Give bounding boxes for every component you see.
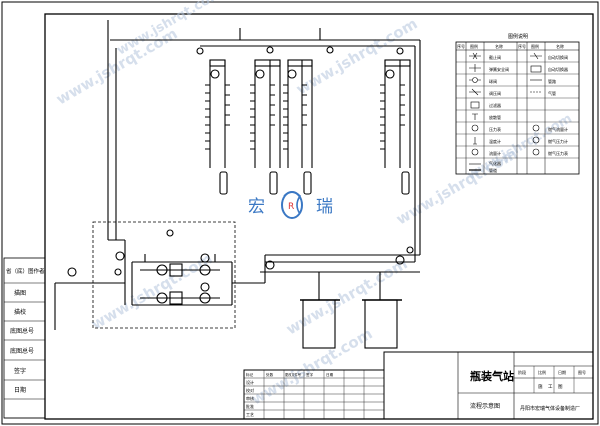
tb-sub-0: 施	[538, 383, 543, 390]
legend-right-0: 自动切换阀	[548, 54, 568, 60]
brand-left-char: 宏	[248, 197, 265, 217]
legend-header-0: 序号	[457, 43, 465, 49]
watermark-6: www.jshrqt.com	[248, 324, 376, 408]
watermark-7: www.jshrqt.com	[115, 0, 225, 58]
legend-title: 图例说明	[508, 33, 528, 40]
brand-mark: R	[288, 202, 294, 212]
legend-left-1: 弹簧安全阀	[489, 66, 509, 72]
tb-col-0: 标记	[246, 372, 254, 377]
legend-left-9: 气化器	[489, 160, 501, 166]
watermark-layer: www.jshrqt.com www.jshrqt.com www.jshrqt…	[53, 0, 575, 408]
legend-right-1: 自动切换器	[548, 66, 568, 72]
legend-left-2: 球阀	[489, 78, 497, 84]
tb-sub-2: 图	[558, 384, 563, 390]
legend-header-1: 图例	[470, 43, 478, 49]
legend-left-5: 放散管	[489, 114, 501, 120]
tb-row-4: 工艺	[246, 412, 254, 417]
legend-left-0: 截止阀	[489, 54, 501, 60]
left-block-row-1: 描图	[14, 289, 26, 297]
drawing-title: 流程示意图	[470, 402, 500, 410]
tb-row-0: 设计	[246, 379, 254, 385]
watermark-1: www.jshrqt.com	[53, 24, 181, 108]
company-name: 丹阳市宏瑞气体设备制造厂	[520, 405, 580, 412]
tb-col-3: 签字	[306, 372, 314, 377]
cylinder-bank-3	[283, 59, 313, 195]
legend-right-3: 气管	[548, 90, 556, 96]
legend-left-10: 管道	[489, 167, 497, 173]
left-block-row-3: 底图总号	[10, 327, 34, 335]
tb-header-1: 比例	[538, 369, 546, 375]
title-block-text: 瓶装气站 流程示意图 丹阳市宏瑞气体设备制造厂 阶段 比例 日期 图号 施 工 …	[246, 369, 586, 417]
tb-header-0: 阶段	[518, 369, 526, 375]
legend-right-2: 管路	[548, 78, 556, 84]
tb-row-3: 批准	[246, 403, 254, 409]
legend-table: 图例说明 序号 图例 名称 序号 图例 名称 截止阀 弹簧安全阀 球阀 调压阀 …	[455, 33, 580, 175]
legend-header-5: 名称	[556, 43, 564, 49]
left-block-row-4: 底图总号	[10, 347, 34, 355]
legend-header-3: 序号	[518, 43, 526, 49]
tb-header-3: 图号	[578, 369, 586, 375]
tb-col-1: 处数	[266, 372, 274, 377]
tb-sub-1: 工	[548, 384, 553, 390]
tb-header-2: 日期	[558, 369, 566, 375]
tb-row-2: 审核	[246, 395, 254, 401]
title-block	[243, 351, 594, 420]
left-block-row-0: 省（底）图作者	[6, 267, 45, 275]
legend-left-8: 流量计	[489, 150, 501, 156]
legend-left-7: 温度计	[489, 138, 501, 144]
watermark-5: www.jshrqt.com	[283, 254, 411, 338]
legend-left-4: 过滤器	[489, 102, 501, 108]
brand-logo: 宏 R 瑞	[248, 191, 333, 219]
left-block-row-5: 签字	[14, 367, 26, 375]
piping-diagram	[54, 20, 421, 349]
project-title: 瓶装气站	[470, 369, 514, 383]
brand-right-char: 瑞	[316, 197, 333, 217]
legend-header-2: 名称	[495, 43, 503, 49]
tb-col-2: 更改文件号	[285, 372, 301, 377]
legend-right-7: 燃气压力计	[548, 138, 568, 144]
left-block: 省（底）图作者 描图 描校 底图总号 底图总号 签字 日期	[3, 257, 46, 419]
legend-header-4: 图例	[531, 43, 539, 49]
regulator-box	[92, 221, 236, 329]
legend-left-6: 压力表	[489, 126, 501, 132]
cylinder-bank-1	[205, 59, 230, 195]
tb-row-1: 校对	[246, 387, 254, 393]
legend-right-8: 燃气压力表	[548, 150, 568, 156]
legend-right-6: 燃气流量计	[548, 126, 568, 132]
tb-col-4: 日期	[326, 372, 334, 377]
cylinder-bank-2	[250, 59, 281, 195]
left-block-row-6: 日期	[14, 386, 26, 394]
legend-left-3: 调压阀	[489, 90, 501, 96]
cylinder-bank-4	[380, 59, 411, 195]
left-block-row-2: 描校	[14, 308, 26, 316]
